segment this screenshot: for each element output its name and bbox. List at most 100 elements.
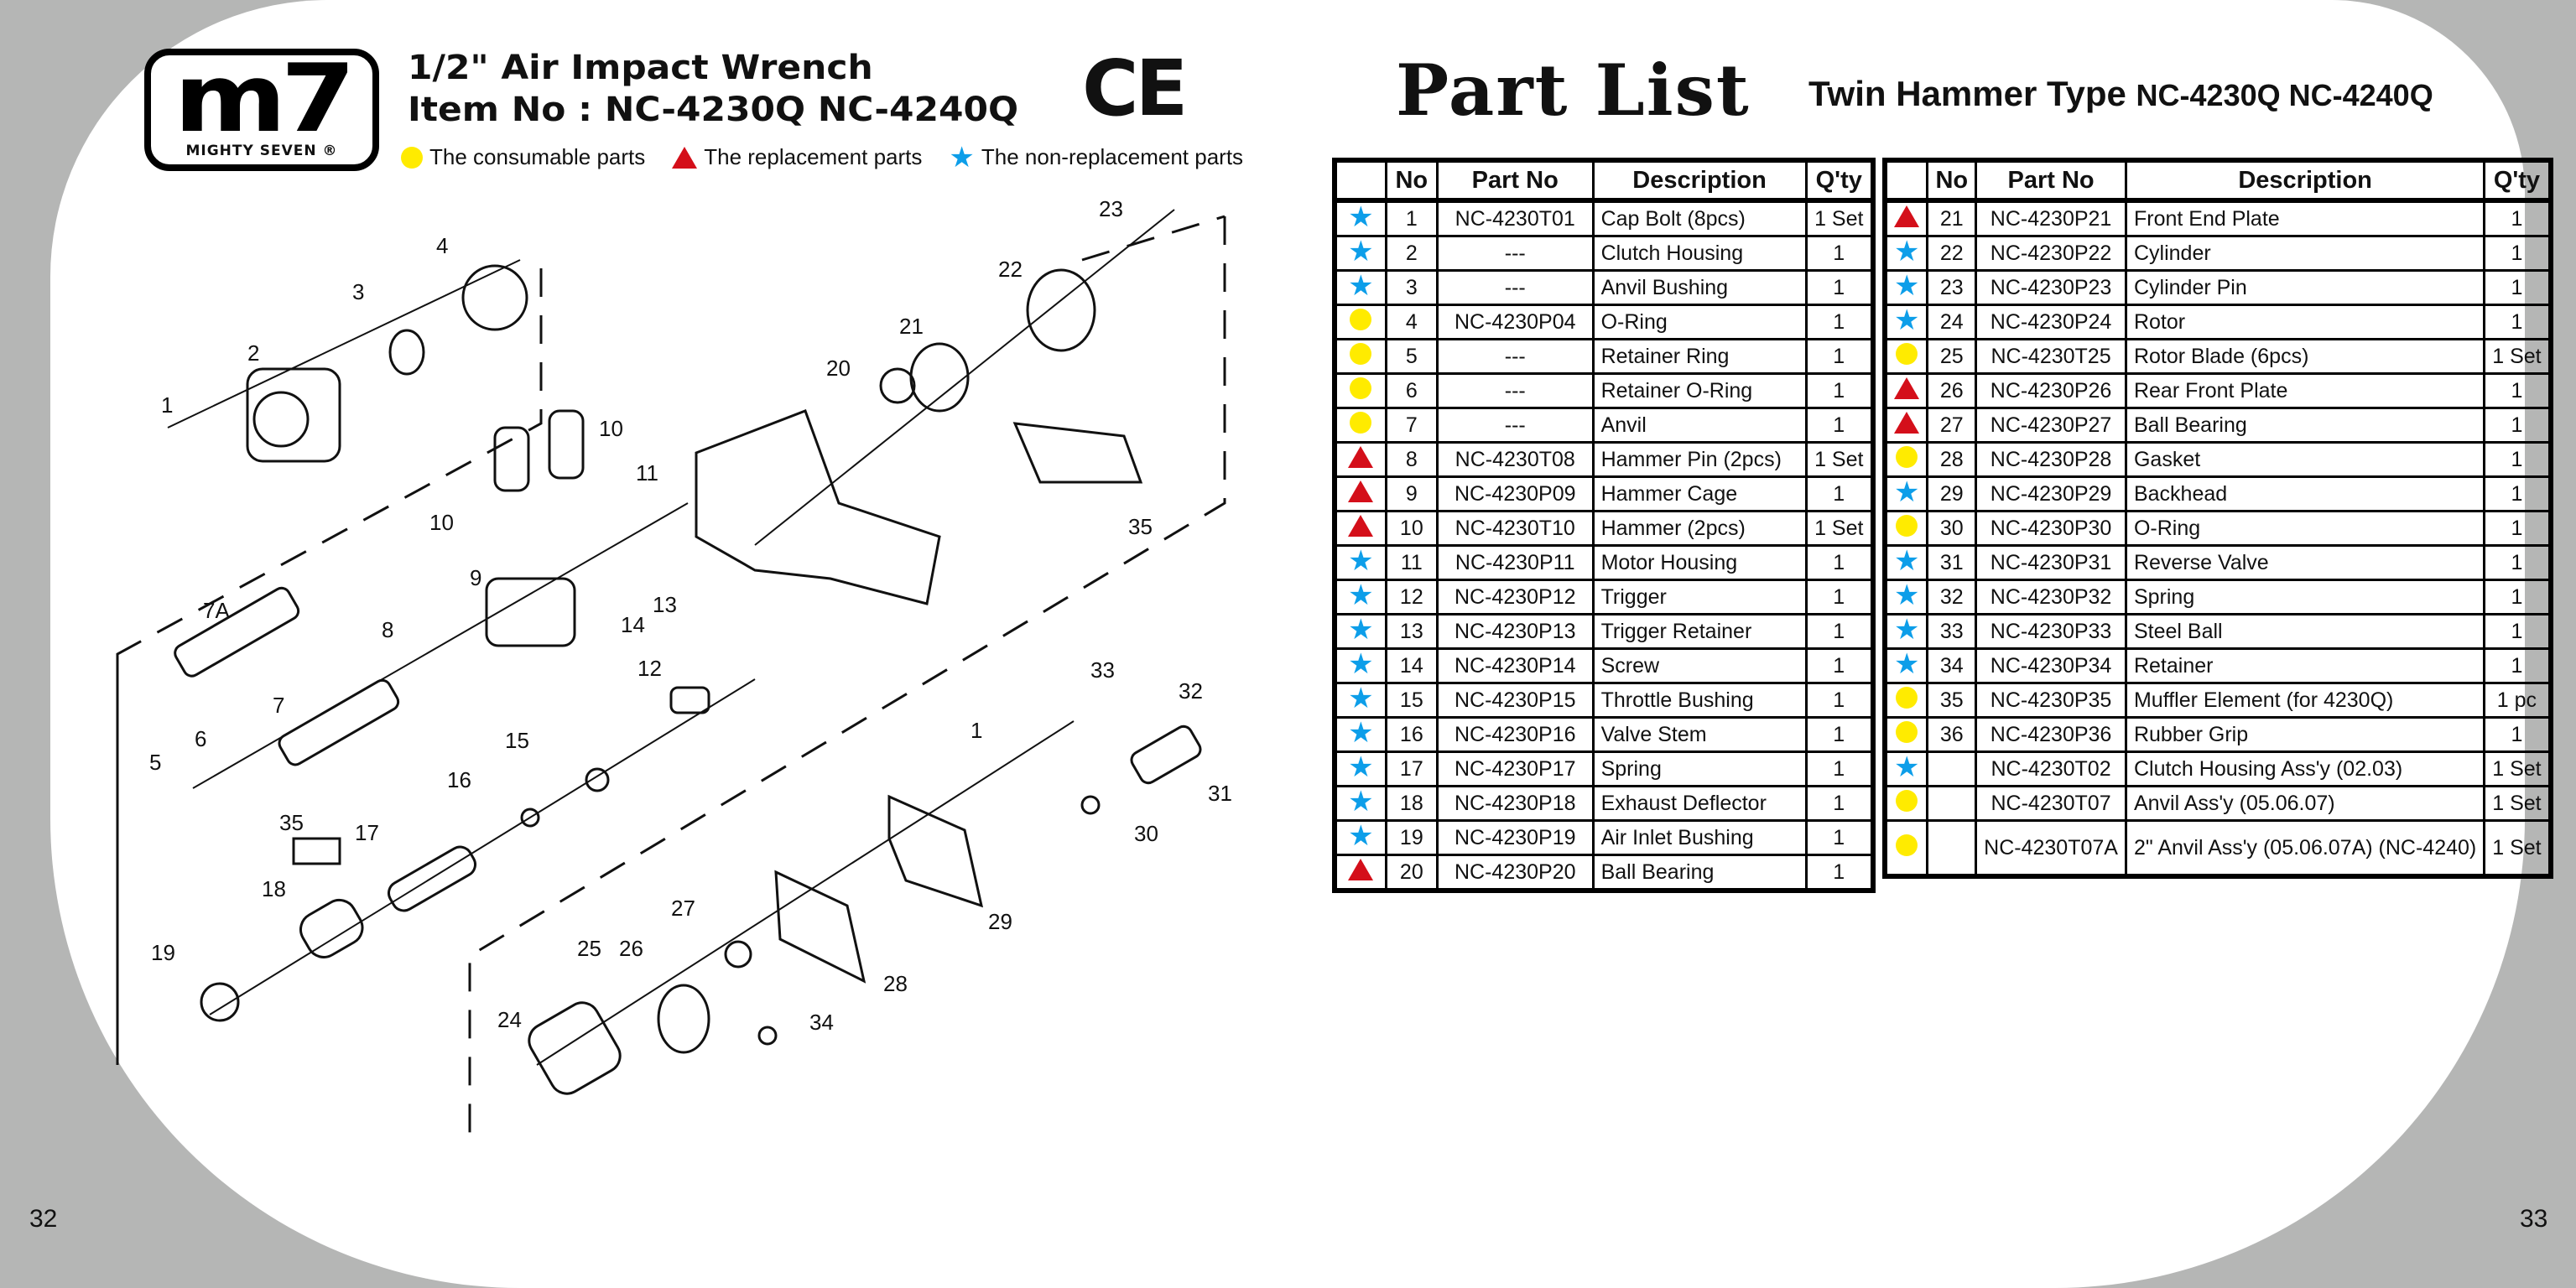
part-description: Spring: [2124, 579, 2486, 615]
blue-star-icon: ★: [1894, 750, 1920, 783]
column-header-symbol: [1333, 158, 1387, 202]
blue-star-icon: ★: [1894, 269, 1920, 302]
part-category-cell: [1883, 199, 1929, 237]
legend-label: The consumable parts: [429, 144, 646, 169]
part-quantity: 1: [2483, 544, 2553, 581]
part-no: ---: [1435, 269, 1595, 306]
callout-label: 30: [1134, 821, 1158, 846]
part-number-index: 15: [1384, 682, 1439, 719]
part-description: Cap Bolt (8pcs): [1591, 199, 1808, 237]
part-no: NC-4230P13: [1435, 613, 1595, 650]
part-quantity: 1: [1804, 682, 1875, 719]
part-shape: [657, 984, 710, 1054]
part-quantity: 1: [2483, 407, 2553, 444]
callout-label: 33: [1090, 657, 1115, 683]
part-no: NC-4230P24: [1975, 304, 2127, 340]
part-no: NC-4230P17: [1435, 750, 1595, 787]
part-category-cell: ★: [1883, 304, 1929, 340]
part-number-index: 20: [1384, 854, 1439, 892]
part-category-cell: ★: [1883, 235, 1929, 272]
callout-label: 23: [1099, 196, 1123, 221]
part-shape: [528, 1001, 622, 1095]
part-quantity: 1: [2483, 199, 2553, 237]
part-quantity: 1 Set: [2483, 750, 2553, 787]
callout-label: 11: [636, 460, 658, 486]
part-no: ---: [1435, 407, 1595, 444]
part-no: NC-4230T10: [1435, 510, 1595, 547]
yellow-circle-icon: [1896, 514, 1918, 537]
legend: The consumable parts The replacement par…: [401, 143, 1244, 172]
part-shape: [292, 837, 341, 865]
part-number-index: 12: [1384, 579, 1439, 615]
part-no: NC-4230P31: [1975, 544, 2127, 581]
part-number-index: 3: [1384, 269, 1439, 306]
part-category-cell: [1333, 304, 1387, 340]
part-no: NC-4230P19: [1435, 819, 1595, 856]
part-quantity: 1: [1804, 544, 1875, 581]
yellow-circle-icon: [1896, 834, 1918, 856]
part-category-cell: [1883, 716, 1929, 753]
part-number-index: 17: [1384, 750, 1439, 787]
part-description: Clutch Housing: [1591, 235, 1808, 272]
part-category-cell: ★: [1883, 544, 1929, 581]
blue-star-icon: ★: [1348, 579, 1374, 611]
callout-label: 18: [262, 876, 286, 901]
part-category-cell: [1333, 407, 1387, 444]
part-no: NC-4230P28: [1975, 441, 2127, 478]
part-category-cell: ★: [1333, 613, 1387, 650]
part-no: NC-4230P11: [1435, 544, 1595, 581]
part-quantity: 1: [1804, 304, 1875, 340]
part-no: NC-4230T07: [1975, 785, 2127, 822]
red-triangle-icon: [1894, 205, 1920, 227]
callout-label: 19: [151, 940, 175, 965]
page-number-left: 32: [29, 1205, 58, 1233]
part-number-index: 2: [1384, 235, 1439, 272]
part-number-index: 1: [1384, 199, 1439, 237]
part-number-index: 21: [1926, 199, 1978, 237]
callout-label: 34: [809, 1010, 834, 1035]
part-shape: [887, 794, 984, 908]
part-category-cell: [1333, 510, 1387, 547]
blue-star-icon: ★: [1894, 304, 1920, 336]
part-quantity: 1: [2483, 372, 2553, 409]
callout-label: 10: [599, 416, 623, 441]
yellow-circle-icon: [401, 146, 423, 169]
yellow-circle-icon: [1350, 308, 1372, 330]
blue-star-icon: ★: [1348, 613, 1374, 646]
mighty-seven-logo: m7 MIGHTY SEVEN ®: [144, 49, 379, 171]
legend-label: The non-replacement parts: [981, 144, 1244, 169]
part-category-cell: [1883, 372, 1929, 409]
part-quantity: 1: [1804, 372, 1875, 409]
part-number-index: 5: [1384, 338, 1439, 375]
callout-labels: 1 2 3 4 5 6 7 7A 8 9 10 10 11 12 13 14 1…: [149, 196, 1232, 1035]
part-description: Clutch Housing Ass'y (02.03): [2124, 750, 2486, 787]
part-shape: [485, 577, 576, 647]
part-no: NC-4230P34: [1975, 647, 2127, 684]
part-description: Throttle Bushing: [1591, 682, 1808, 719]
blue-star-icon: ★: [1348, 544, 1374, 577]
part-description: Rotor Blade (6pcs): [2124, 338, 2486, 375]
part-description: Exhaust Deflector: [1591, 785, 1808, 822]
part-shape: [757, 1026, 778, 1046]
part-description: Ball Bearing: [2124, 407, 2486, 444]
part-description: Motor Housing: [1591, 544, 1808, 581]
part-no: NC-4230P20: [1435, 854, 1595, 892]
part-description: Steel Ball: [2124, 613, 2486, 650]
model-numbers: NC-4230Q NC-4240Q: [2136, 78, 2433, 112]
part-description: Hammer (2pcs): [1591, 510, 1808, 547]
part-no: ---: [1435, 235, 1595, 272]
